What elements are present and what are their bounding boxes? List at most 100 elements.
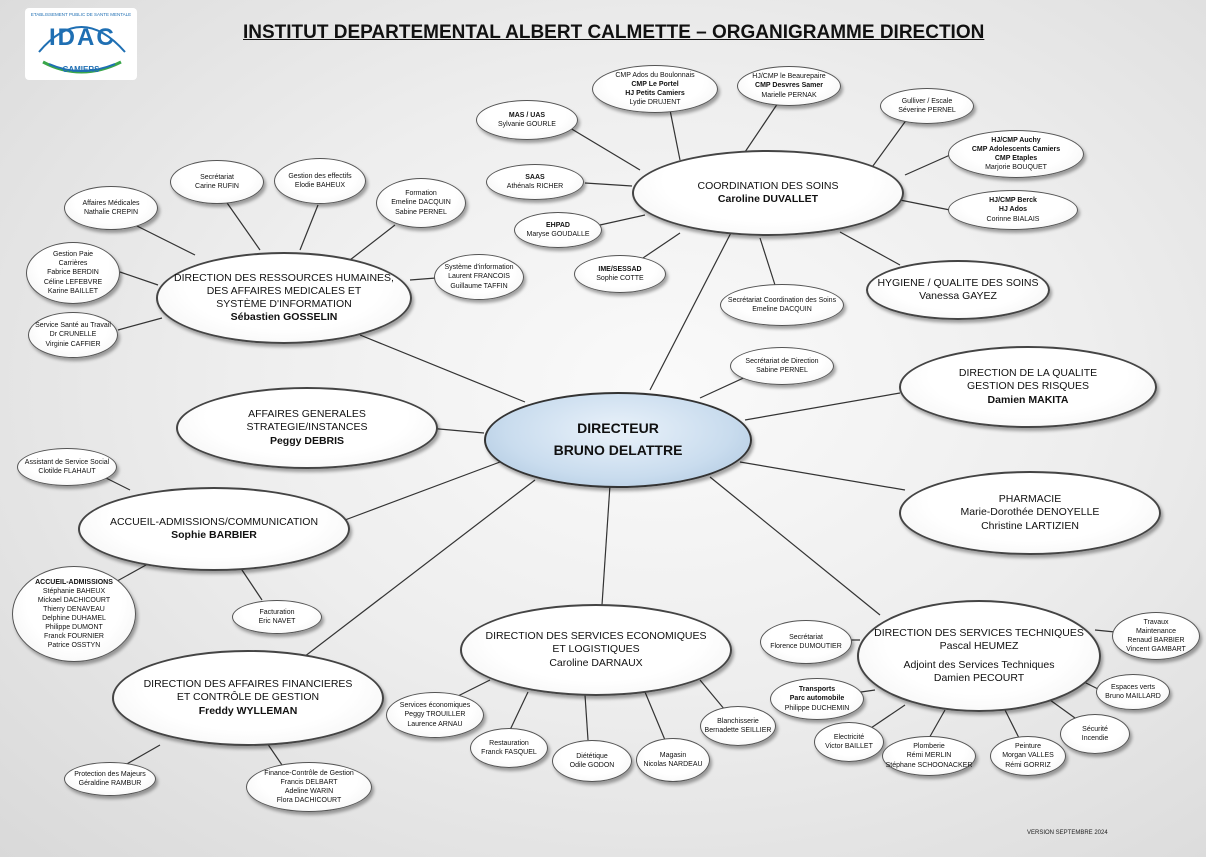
tech-adj-role: Adjoint des Services Techniques	[903, 659, 1055, 671]
fin-prot-name: Géraldine RAMBUR	[78, 780, 142, 787]
eco-line1: DIRECTION DES SERVICES ECONOMIQUES	[485, 630, 707, 643]
te-transp-l1: Transports	[798, 686, 836, 694]
node-rh-secretariat[interactable]: Secrétariat Carine RUFIN	[170, 160, 264, 204]
rh-sec-role: Secrétariat	[200, 173, 234, 181]
node-hj-beaurepaire[interactable]: HJ/CMP le Beaurepaire CMP Desvres Samer …	[737, 66, 841, 106]
rh-sante-role: Service Santé au Travail	[35, 322, 111, 330]
node-espaces-verts[interactable]: Espaces verts Bruno MAILLARD	[1096, 674, 1170, 710]
node-hj-auchy[interactable]: HJ/CMP Auchy CMP Adolescents Camiers CMP…	[948, 130, 1084, 178]
node-magasin[interactable]: Magasin Nicolas NARDEAU	[636, 738, 710, 782]
node-saas[interactable]: SAAS Athénaïs RICHER	[486, 164, 584, 200]
node-peinture[interactable]: Peinture Morgan VALLES Rémi GORRIZ	[990, 736, 1066, 776]
te-sec-role: Secrétariat	[789, 633, 823, 641]
te-trav-l2: Maintenance	[1135, 627, 1177, 635]
node-finance-controle[interactable]: Finance-Contrôle de Gestion Francis DELB…	[246, 762, 372, 812]
fin-ctrl-n1: Francis DELBART	[280, 778, 338, 786]
te-transp-l2: Parc automobile	[789, 695, 845, 703]
node-rh-effectifs[interactable]: Gestion des effectifs Elodie BAHEUX	[274, 158, 366, 204]
fin-ctrl-n3: Flora DACHICOURT	[276, 797, 342, 805]
node-services-economiques[interactable]: DIRECTION DES SERVICES ECONOMIQUES ET LO…	[460, 604, 732, 696]
eco-mag-role: Magasin	[659, 751, 687, 759]
te-secu-l2: Incendie	[1081, 735, 1109, 742]
node-rh-sante-travail[interactable]: Service Santé au Travail Dr CRUNELLE Vir…	[28, 312, 118, 358]
director-name: BRUNO DELATTRE	[553, 442, 683, 458]
node-plomberie[interactable]: Plomberie Rémi MERLIN Stéphane SCHOONACK…	[882, 736, 976, 776]
node-hj-berck[interactable]: HJ/CMP Berck HJ Ados Corinne BIALAIS	[948, 190, 1078, 230]
node-securite[interactable]: Sécurité Incendie	[1060, 714, 1130, 754]
rh-paie-n2: Céline LEFEBVRE	[43, 278, 103, 286]
te-secu-l1: Sécurité	[1082, 725, 1108, 733]
node-cmp-boulonnais[interactable]: CMP Ados du Boulonnais CMP Le Portel HJ …	[592, 65, 718, 113]
node-accueil-admissions-team[interactable]: ACCUEIL-ADMISSIONS Stéphanie BAHEUX Mick…	[12, 566, 136, 662]
rh-si-role: Système d'information	[444, 264, 514, 272]
tech-name: Pascal HEUMEZ	[939, 639, 1019, 652]
sec-soins-name: Emeline DACQUIN	[752, 306, 812, 313]
version-label: VERSION SEPTEMBRE 2024	[1027, 830, 1108, 836]
node-accueil-admissions[interactable]: ACCUEIL-ADMISSIONS/COMMUNICATION Sophie …	[78, 487, 350, 571]
eco-diet-role: Diététique	[576, 752, 608, 760]
node-qualite[interactable]: DIRECTION DE LA QUALITE GESTION DES RISQ…	[899, 346, 1157, 428]
pharma-name1: Marie-Dorothée DENOYELLE	[960, 506, 1100, 519]
node-affaires-financieres[interactable]: DIRECTION DES AFFAIRES FINANCIERES ET CO…	[112, 650, 384, 746]
te-peint-n2: Rémi GORRIZ	[1005, 761, 1051, 769]
node-pharmacie[interactable]: PHARMACIE Marie-Dorothée DENOYELLE Chris…	[899, 471, 1161, 555]
qualite-line1: DIRECTION DE LA QUALITE	[958, 367, 1098, 380]
rh-eff-name: Elodie BAHEUX	[294, 182, 346, 189]
auchy-l1: HJ/CMP Auchy	[991, 136, 1041, 144]
rh-si-n1: Laurent FRANCOIS	[448, 273, 510, 281]
node-hygiene[interactable]: HYGIENE / QUALITE DES SOINS Vanessa GAYE…	[866, 260, 1050, 320]
ac-social-role: Assistant de Service Social	[24, 458, 110, 466]
node-blanchisserie[interactable]: Blanchisserie Bernadette SEILLIER	[700, 706, 776, 746]
node-services-techniques[interactable]: DIRECTION DES SERVICES TECHNIQUES Pascal…	[857, 600, 1101, 712]
ag-name: Peggy DEBRIS	[269, 434, 345, 447]
node-gulliver[interactable]: Gulliver / Escale Séverine PERNEL	[880, 88, 974, 124]
te-plomb-role: Plomberie	[913, 743, 945, 751]
rh-paie-l2: Carrières	[58, 260, 88, 268]
node-rh-formation[interactable]: Formation Emeline DACQUIN Sabine PERNEL	[376, 178, 466, 228]
rh-paie-n1: Fabrice BERDIN	[47, 269, 99, 277]
te-transp-name: Philippe DUCHEMIN	[784, 704, 850, 712]
rh-line1: DIRECTION DES RESSOURCES HUMAINES,	[174, 271, 394, 284]
eco-se-role: Services économiques	[399, 702, 471, 710]
node-mas-uas[interactable]: MAS / UAS Sylvanie GOURLE	[476, 100, 578, 140]
rh-med-name: Nathalie CREPIN	[83, 209, 139, 216]
eco-resto-name: Franck FASQUEL	[481, 749, 537, 756]
node-direction-rh[interactable]: DIRECTION DES RESSOURCES HUMAINES, DES A…	[156, 252, 412, 344]
node-sec-soins[interactable]: Secrétariat Coordination des Soins Emeli…	[720, 284, 844, 326]
node-restauration[interactable]: Restauration Franck FASQUEL	[470, 728, 548, 768]
node-ime-sessad[interactable]: IME/SESSAD Sophie COTTE	[574, 255, 666, 293]
logo-brand: IDAC	[49, 24, 116, 51]
node-electricite[interactable]: Electricité Victor BAILLET	[814, 722, 884, 762]
node-rh-affaires-medicales[interactable]: Affaires Médicales Nathalie CREPIN	[64, 186, 158, 230]
node-ehpad[interactable]: EHPAD Maryse GOUDALLE	[514, 212, 602, 248]
node-assistant-social[interactable]: Assistant de Service Social Clotilde FLA…	[17, 448, 117, 486]
finance-line2: ET CONTRÔLE DE GESTION	[176, 691, 320, 704]
node-protection-majeurs[interactable]: Protection des Majeurs Géraldine RAMBUR	[64, 762, 156, 796]
rh-sante-n1: Dr CRUNELLE	[49, 331, 97, 339]
hj-beau-name: Marielle PERNAK	[761, 91, 817, 99]
node-dietetique[interactable]: Diététique Odile GODON	[552, 740, 632, 782]
te-trav-l1: Travaux	[1143, 618, 1169, 626]
node-tech-secretariat[interactable]: Secrétariat Florence DUMOUTIER	[760, 620, 852, 664]
finance-line1: DIRECTION DES AFFAIRES FINANCIERES	[143, 678, 353, 691]
hj-beau-l1: HJ/CMP le Beaurepaire	[752, 73, 826, 81]
ac-adm-role: ACCUEIL-ADMISSIONS	[35, 578, 113, 586]
rh-form-n2: Sabine PERNEL	[395, 208, 447, 216]
node-sec-direction[interactable]: Secrétariat de Direction Sabine PERNEL	[730, 347, 834, 385]
rh-si-n2: Guillaume TAFFIN	[450, 282, 508, 290]
pharma-role: PHARMACIE	[998, 493, 1062, 506]
sec-soins-role: Secrétariat Coordination des Soins	[727, 296, 837, 304]
node-facturation[interactable]: Facturation Eric NAVET	[232, 600, 322, 634]
hj-beau-l2: CMP Desvres Samer	[755, 82, 823, 90]
node-services-eco-sub[interactable]: Services économiques Peggy TROUILLER Lau…	[386, 692, 484, 738]
te-peint-n1: Morgan VALLES	[1002, 752, 1054, 760]
eco-line2: ET LOGISTIQUES	[552, 643, 640, 656]
node-rh-paie[interactable]: Gestion Paie Carrières Fabrice BERDIN Cé…	[26, 242, 120, 304]
node-director[interactable]: DIRECTEUR BRUNO DELATTRE	[484, 392, 752, 488]
node-affaires-generales[interactable]: AFFAIRES GENERALES STRATEGIE/INSTANCES P…	[176, 387, 438, 469]
ac-adm-name: Delphine DUHAMEL	[42, 615, 106, 622]
node-coordination-soins[interactable]: COORDINATION DES SOINS Caroline DUVALLET	[632, 150, 904, 236]
node-transports[interactable]: Transports Parc automobile Philippe DUCH…	[770, 678, 864, 720]
node-rh-systeme-info[interactable]: Système d'information Laurent FRANCOIS G…	[434, 254, 524, 300]
node-travaux[interactable]: Travaux Maintenance Renaud BARBIER Vince…	[1112, 612, 1200, 660]
